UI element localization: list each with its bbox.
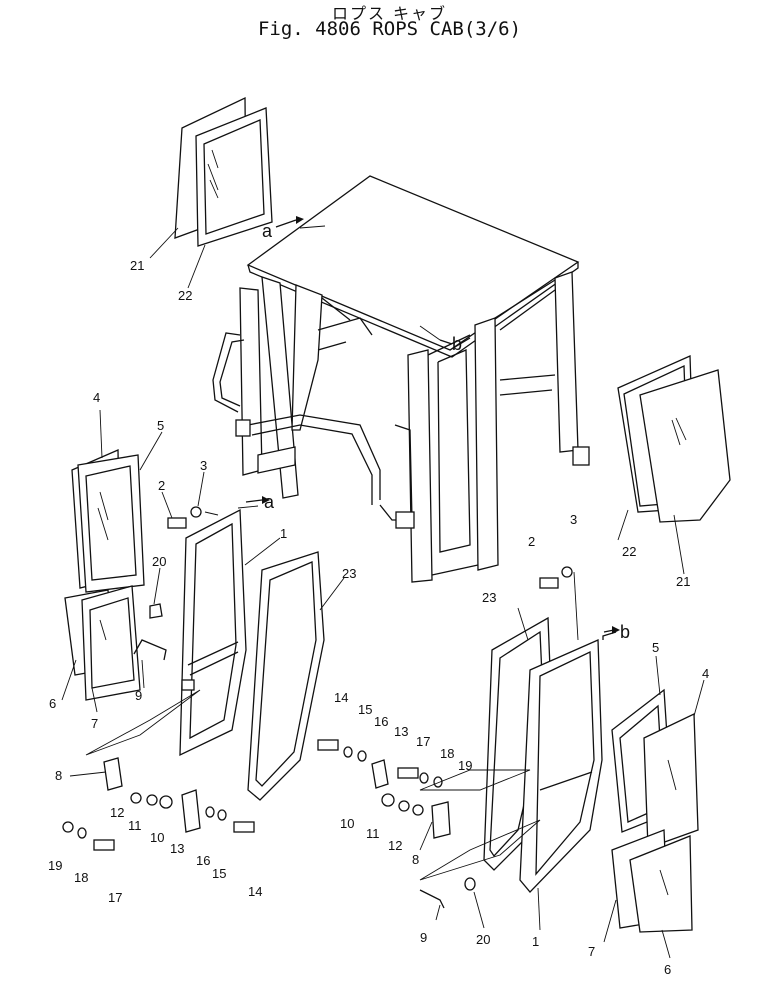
callout-5-right: 5 [652, 640, 659, 655]
callout-14: 14 [248, 884, 262, 899]
callout-labels: 21 22 4 5 2 3 1 23 20 9 6 7 8 12 11 10 1… [48, 258, 709, 977]
leader-lines [61, 227, 705, 959]
callout-13: 13 [170, 841, 184, 856]
callout-1-right: 1 [532, 934, 539, 949]
callout-16: 16 [196, 853, 210, 868]
figure-title: Fig. 4806 ROPS CAB(3/6) [257, 18, 522, 40]
arrow-label-a-left: a [264, 492, 275, 512]
callout-21-right: 21 [676, 574, 690, 589]
upper-rear-glass-assembly [174, 96, 273, 247]
callout-9-right: 9 [420, 930, 427, 945]
callout-19-right: 19 [458, 758, 472, 773]
reference-arrows [245, 216, 620, 634]
title-japanese: ロプス キャブ [331, 4, 448, 23]
callout-23: 23 [342, 566, 356, 581]
arrow-letter-labels: a b a b [262, 221, 630, 642]
callout-17: 17 [108, 890, 122, 905]
right-door-group [317, 566, 699, 933]
callout-14-right: 14 [334, 690, 348, 705]
callout-13-right: 13 [394, 724, 408, 739]
callout-20-right: 20 [476, 932, 490, 947]
callout-11: 11 [128, 818, 142, 833]
left-door-group [62, 449, 325, 851]
callout-5: 5 [157, 418, 164, 433]
callout-8-right: 8 [412, 852, 419, 867]
callout-7-right: 7 [588, 944, 595, 959]
callout-1: 1 [280, 526, 287, 541]
callout-7: 7 [91, 716, 98, 731]
callout-3: 3 [200, 458, 207, 473]
arrow-label-b-right: b [620, 622, 630, 642]
callout-4: 4 [93, 390, 100, 405]
callout-8: 8 [55, 768, 62, 783]
callout-9: 9 [135, 688, 142, 703]
callout-16-right: 16 [374, 714, 388, 729]
callout-22-right: 22 [622, 544, 636, 559]
callout-18-right: 18 [440, 746, 454, 761]
callout-15-right: 15 [358, 702, 372, 717]
right-upper-glass-assembly [617, 355, 731, 523]
callout-15: 15 [212, 866, 226, 881]
callout-10-right: 10 [340, 816, 354, 831]
callout-22: 22 [178, 288, 192, 303]
callout-2-right: 2 [528, 534, 535, 549]
callout-6: 6 [49, 696, 56, 711]
cab-frame [212, 175, 590, 583]
callout-21: 21 [130, 258, 144, 273]
arrow-label-a-top: a [262, 221, 273, 241]
callout-20: 20 [152, 554, 166, 569]
callout-10: 10 [150, 830, 164, 845]
callout-12: 12 [110, 805, 124, 820]
callout-23-right: 23 [482, 590, 496, 605]
callout-17-right: 17 [416, 734, 430, 749]
callout-12-right: 12 [388, 838, 402, 853]
callout-6-right: 6 [664, 962, 671, 977]
arrow-label-b-top: b [452, 334, 462, 354]
callout-4-right: 4 [702, 666, 709, 681]
callout-18: 18 [74, 870, 88, 885]
callout-19: 19 [48, 858, 62, 873]
callout-11-right: 11 [366, 826, 380, 841]
callout-2: 2 [158, 478, 165, 493]
callout-3-right: 3 [570, 512, 577, 527]
